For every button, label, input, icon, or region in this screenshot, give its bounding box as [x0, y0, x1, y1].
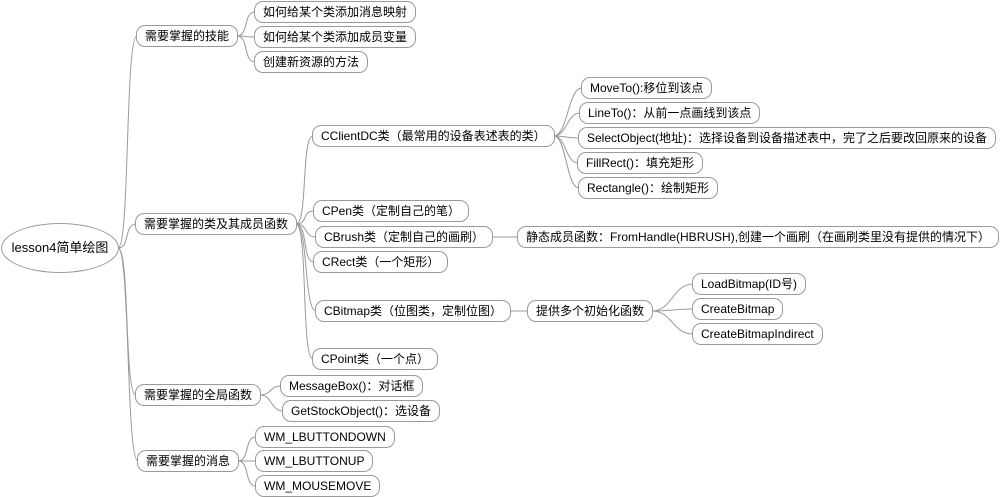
node-wm-lbuttondown[interactable]: WM_LBUTTONDOWN: [255, 426, 395, 448]
node-messagebox[interactable]: MessageBox()：对话框: [280, 375, 424, 397]
root-node[interactable]: lesson4简单绘图: [1, 223, 119, 273]
node-lineto[interactable]: LineTo()：从前一点画线到该点: [579, 102, 761, 124]
node-selectobject[interactable]: SelectObject(地址)：选择设备到设备描述表中，完了之后要改回原来的设…: [578, 127, 997, 149]
node-wm-mousemove[interactable]: WM_MOUSEMOVE: [255, 475, 381, 497]
node-fromhandle-static[interactable]: 静态成员函数：FromHandle(HBRUSH),创建一个画刷（在画刷类里没有…: [517, 226, 1000, 248]
branch-messages[interactable]: 需要掌握的消息: [137, 450, 240, 472]
node-getstockobject[interactable]: GetStockObject()：选设备: [282, 400, 441, 422]
node-loadbitmap[interactable]: LoadBitmap(ID号): [692, 273, 807, 295]
node-cpen-class[interactable]: CPen类（定制自己的笔）: [313, 200, 470, 222]
node-crect-class[interactable]: CRect类（一个矩形）: [313, 251, 449, 273]
branch-global-functions[interactable]: 需要掌握的全局函数: [135, 384, 262, 406]
node-create-resource[interactable]: 创建新资源的方法: [254, 51, 369, 73]
node-fillrect[interactable]: FillRect()：填充矩形: [577, 152, 703, 174]
branch-skills[interactable]: 需要掌握的技能: [136, 25, 239, 47]
node-moveto[interactable]: MoveTo():移位到该点: [581, 77, 713, 99]
node-add-message-map[interactable]: 如何给某个类添加消息映射: [254, 1, 417, 23]
node-cclientdc-class[interactable]: CClientDC类（最常用的设备表述表的类）: [312, 125, 555, 147]
node-createbitmapindirect[interactable]: CreateBitmapIndirect: [692, 323, 823, 345]
node-cbrush-class[interactable]: CBrush类（定制自己的画刷）: [315, 226, 494, 248]
branch-classes[interactable]: 需要掌握的类及其成员函数: [135, 213, 298, 235]
node-cpoint-class[interactable]: CPoint类（一个点）: [312, 348, 439, 370]
node-wm-lbuttonup[interactable]: WM_LBUTTONUP: [255, 450, 374, 472]
node-createbitmap[interactable]: CreateBitmap: [692, 298, 784, 320]
node-init-functions[interactable]: 提供多个初始化函数: [527, 300, 654, 322]
node-cbitmap-class[interactable]: CBitmap类（位图类，定制位图）: [315, 300, 512, 322]
node-rectangle[interactable]: Rectangle()：绘制矩形: [578, 177, 719, 199]
node-add-member-variable[interactable]: 如何给某个类添加成员变量: [254, 26, 417, 48]
